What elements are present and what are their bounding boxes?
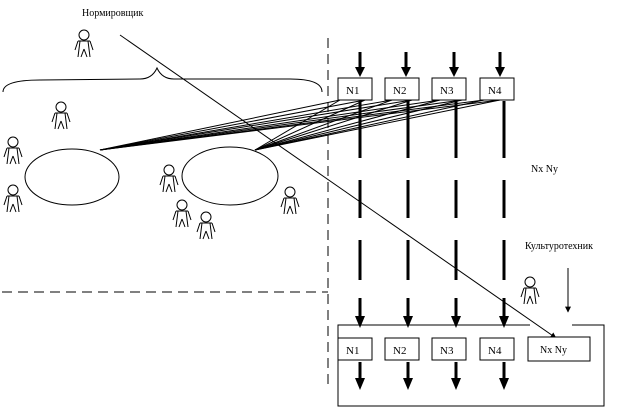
curly-brace — [2, 66, 323, 93]
flow-columns — [358, 101, 506, 318]
bottom-box-n3-label: N3 — [440, 345, 454, 357]
stick-figures — [3, 29, 540, 305]
label-kulturotekhnik: Культуротехник — [525, 241, 593, 252]
person-2-icon — [3, 136, 23, 165]
bottom-output-arrows — [358, 362, 506, 380]
bottom-box-n4-label: N4 — [488, 345, 502, 357]
top-box-group: N1 N2 N3 N4 — [337, 77, 515, 101]
bottom-box-n2-label: N2 — [393, 345, 406, 357]
connection-lines — [99, 99, 501, 151]
group-ellipse-left — [24, 148, 120, 206]
top-input-arrows — [358, 52, 502, 70]
diagonal-arrow — [119, 34, 557, 339]
bottom-container — [337, 324, 605, 407]
bottom-box-n4 — [479, 337, 515, 361]
bottom-box-nxny — [527, 336, 591, 362]
group-ellipse-right — [181, 146, 279, 206]
bottom-box-nxny-label: Nx Ny — [540, 345, 567, 356]
top-box-n1-label: N1 — [346, 85, 359, 97]
person-kulturotekhnik-icon — [520, 276, 540, 305]
bottom-box-n3 — [431, 337, 467, 361]
top-box-n2 — [384, 77, 420, 101]
person-7-icon — [280, 186, 300, 215]
person-6-icon — [196, 211, 216, 240]
person-4-icon — [159, 164, 179, 193]
top-box-n2-label: N2 — [393, 85, 406, 97]
bottom-box-n1-label: N1 — [346, 345, 359, 357]
label-nx-ny-middle: Nx Ny — [531, 164, 558, 175]
person-3-icon — [3, 184, 23, 213]
top-box-n4 — [479, 77, 515, 101]
label-normirovshchik: Нормировщик — [82, 8, 144, 19]
bottom-output-arrowheads — [355, 378, 509, 390]
person-normirovshchik-icon — [74, 29, 94, 58]
top-input-arrowheads — [355, 67, 505, 77]
bottom-box-n1 — [337, 337, 373, 361]
top-box-n3-label: N3 — [440, 85, 454, 97]
bottom-box-n2 — [384, 337, 420, 361]
person-1-icon — [51, 101, 71, 130]
top-box-n4-label: N4 — [488, 85, 502, 97]
top-box-n1 — [337, 77, 373, 101]
top-box-n3 — [431, 77, 467, 101]
person-5-icon — [172, 199, 192, 228]
flow-arrowheads-mid — [355, 316, 509, 328]
bottom-box-group: N1 N2 N3 N4 Nx Ny — [337, 336, 591, 362]
